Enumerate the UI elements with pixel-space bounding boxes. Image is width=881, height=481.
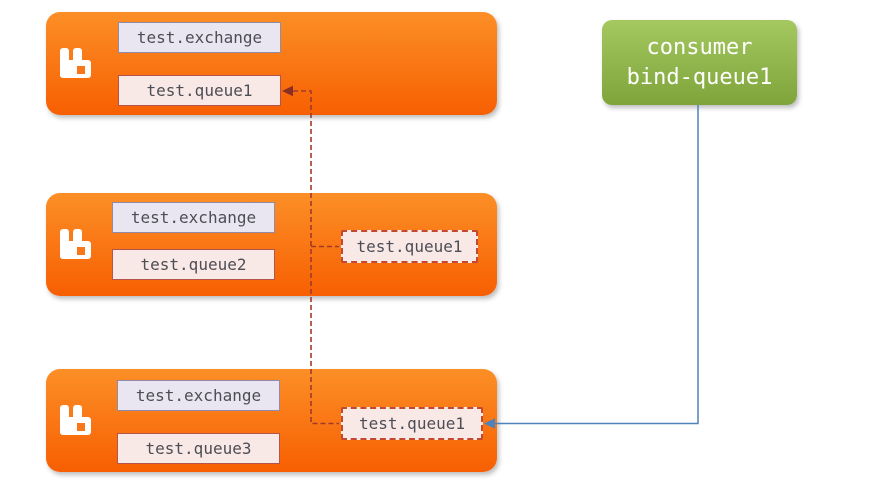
consumer-label-line2: bind-queue1 (626, 64, 773, 90)
queue-label-box: test.queue3 (117, 433, 280, 464)
rabbitmq-icon (60, 48, 91, 78)
exchange-label-box: test.exchange (117, 380, 280, 411)
consumer-node: consumer bind-queue1 (602, 20, 797, 105)
rabbitmq-icon (60, 405, 91, 435)
ghost-queue-box-broker-3: test.queue1 (341, 407, 483, 440)
broker-node-2: test.exchange test.queue2 (46, 193, 497, 296)
consumer-label-line1: consumer (646, 34, 753, 60)
broker-node-1: test.exchange test.queue1 (46, 12, 497, 115)
exchange-label-box: test.exchange (112, 202, 275, 233)
queue-label-box: test.queue2 (112, 249, 275, 280)
exchange-label-box: test.exchange (118, 22, 281, 53)
ghost-queue-box-broker-2: test.queue1 (341, 230, 478, 263)
consume-connector-blue (494, 105, 699, 425)
queue-label-box: test.queue1 (118, 75, 281, 106)
rabbitmq-icon (60, 229, 91, 259)
